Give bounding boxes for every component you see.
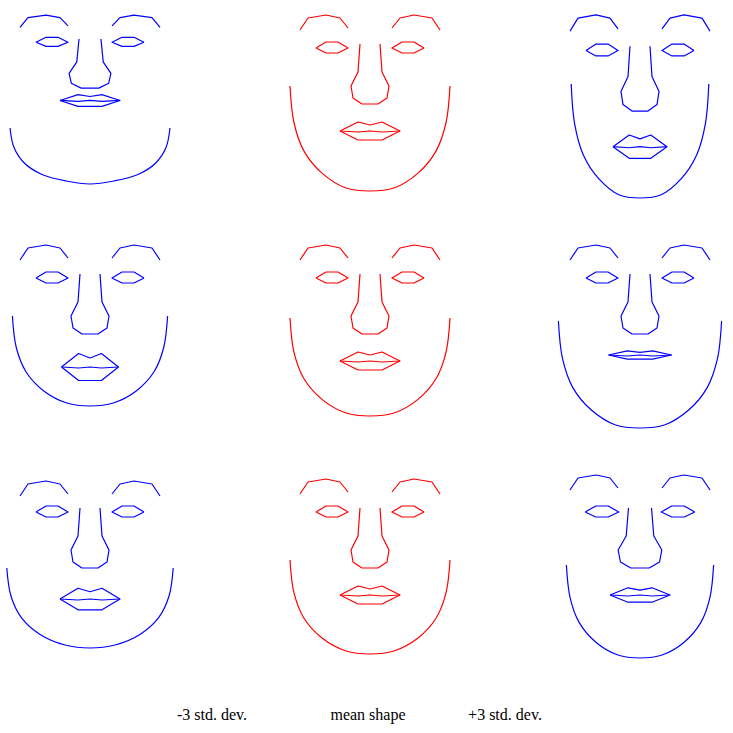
column-caption: +3 std. dev.	[468, 706, 542, 724]
face-outline	[570, 15, 710, 198]
column-caption: mean shape	[330, 706, 405, 724]
face-outline	[566, 475, 713, 658]
face-outline	[290, 245, 450, 416]
face-outline	[10, 15, 170, 184]
face-outline	[290, 15, 450, 191]
face-outline	[290, 479, 450, 654]
face-outline	[7, 481, 173, 648]
column-caption: -3 std. dev.	[177, 706, 247, 724]
face-outline	[12, 245, 167, 406]
face-outline	[558, 245, 721, 428]
